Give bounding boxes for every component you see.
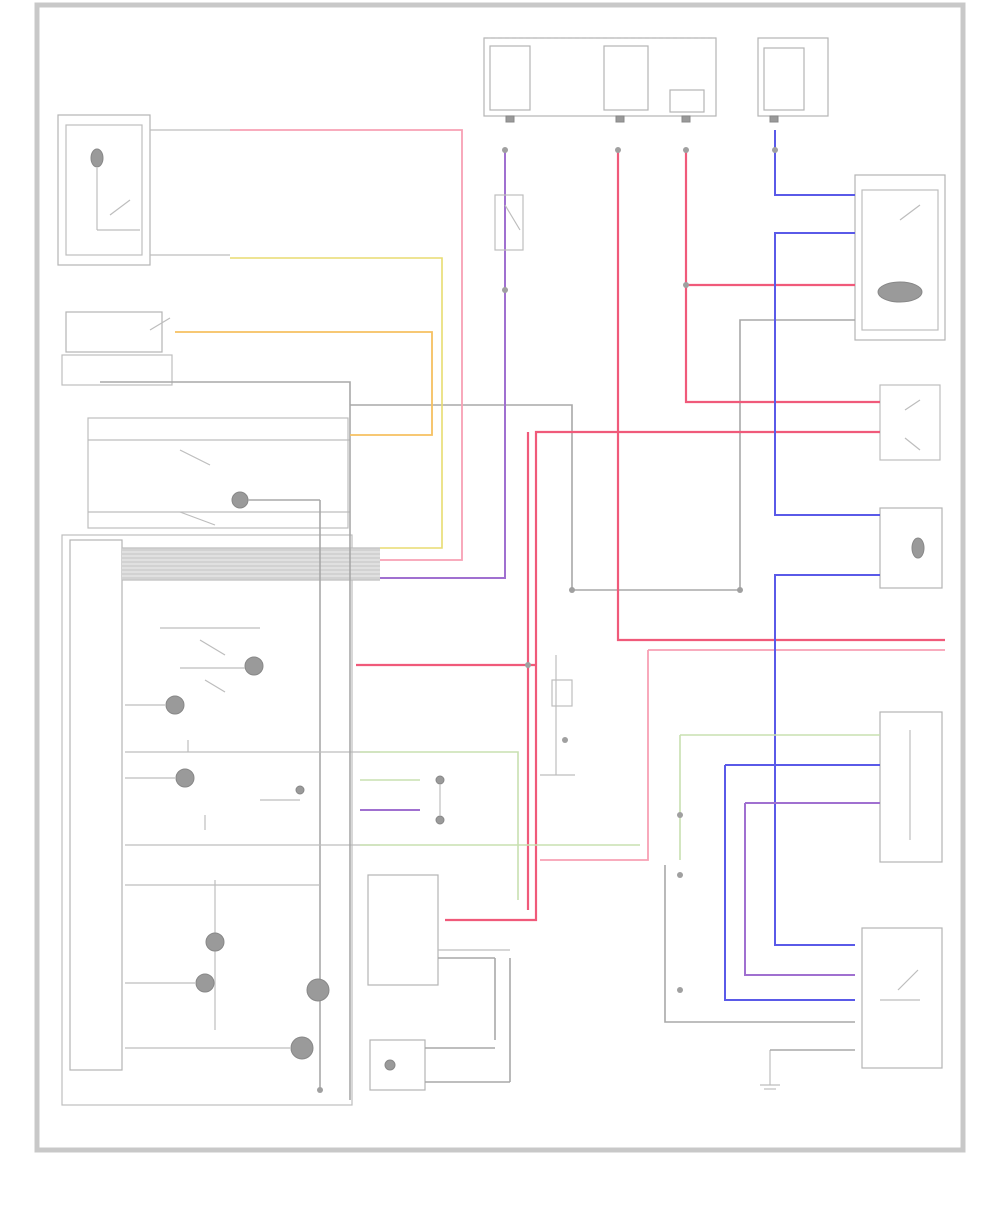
lower-module	[367, 874, 511, 1091]
switch-block	[87, 417, 350, 529]
right-module-switch	[879, 384, 941, 461]
control-unit-components	[125, 627, 380, 1060]
wires-purple	[360, 150, 880, 976]
wires-green	[360, 734, 880, 900]
wires-blue	[724, 130, 880, 1001]
wires-gray	[100, 319, 855, 1100]
control-unit	[61, 500, 380, 1106]
right-module-sensor	[879, 507, 943, 589]
right-module-bottom	[861, 927, 943, 1069]
connector-nodes	[502, 147, 778, 993]
right-module-connector	[879, 711, 943, 863]
center-small-component	[260, 775, 445, 825]
ground-symbols	[317, 1050, 780, 1093]
top-fuse-block	[483, 37, 829, 123]
mid-left-sensor	[61, 311, 173, 386]
diagram-frame	[34, 2, 966, 1153]
fuse-line-component	[494, 194, 524, 251]
top-left-sensor	[57, 114, 230, 266]
right-module-top	[854, 174, 946, 341]
wires-orange	[175, 257, 443, 549]
wires-pink	[230, 129, 945, 922]
center-switch-chain	[540, 655, 575, 776]
